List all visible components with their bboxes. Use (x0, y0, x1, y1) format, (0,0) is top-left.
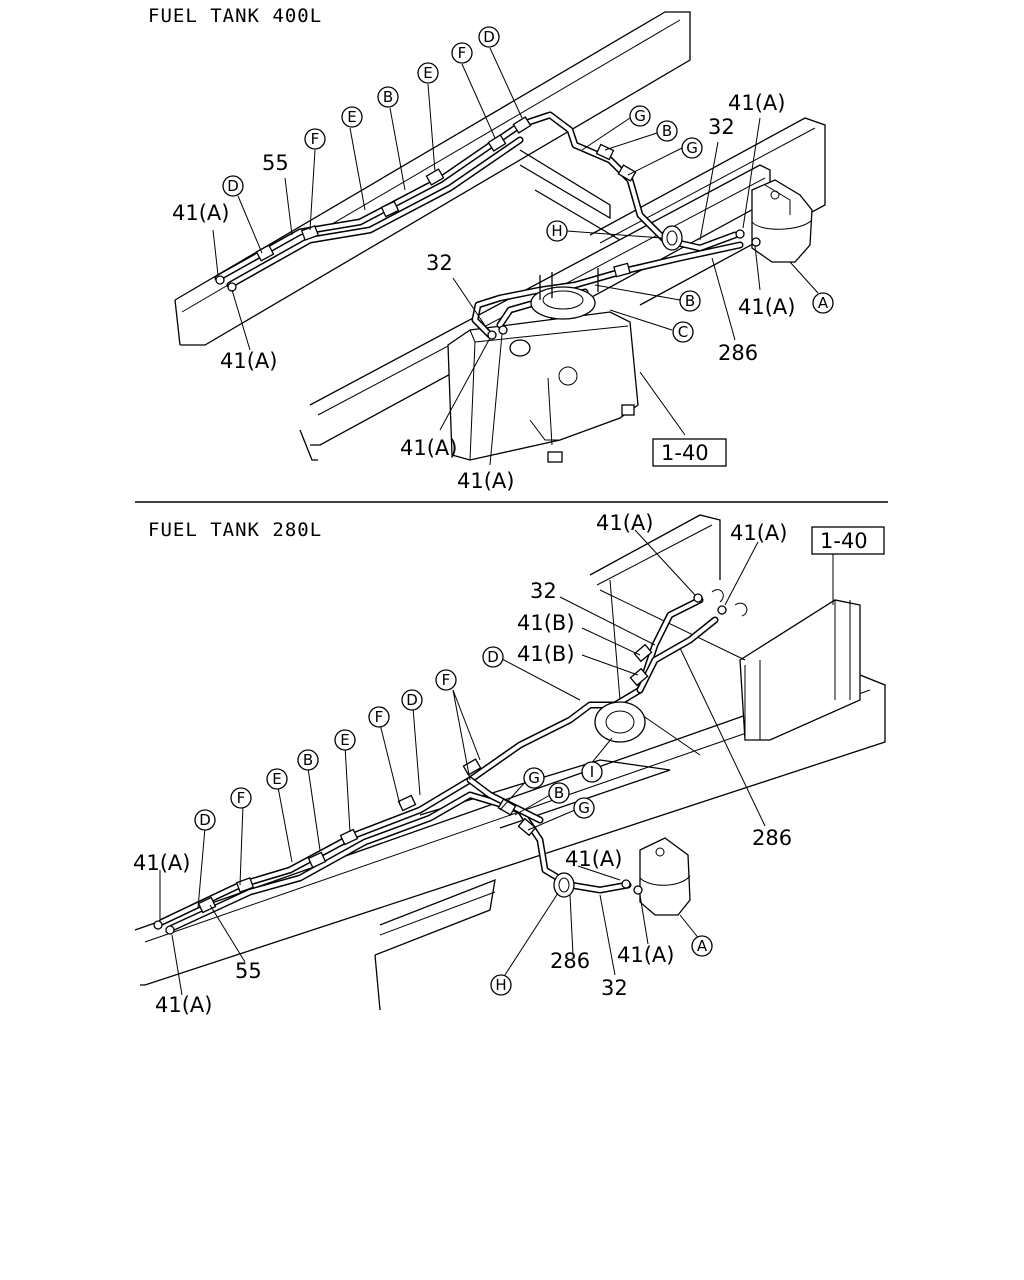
bottom-leader-lines (159, 529, 834, 996)
bottom-tank-sender-unit (594, 701, 646, 743)
top-fuel-pipes (214, 111, 744, 339)
ref-box-top (652, 438, 727, 467)
ref-label-1-40-top: 1-40 (661, 441, 709, 465)
callout-a-top: A (818, 294, 829, 312)
callout-d-top-2: D (483, 28, 495, 46)
top-fuel-tank (447, 311, 639, 463)
bottom-clips (153, 589, 748, 935)
callout-e-top-2: E (423, 64, 432, 82)
section-title-400l: FUEL TANK 400L (148, 5, 322, 27)
callout-f-top-1: F (311, 130, 320, 148)
callout-e-top-1: E (347, 108, 356, 126)
callout-e-bottom-1: E (340, 731, 349, 749)
callout-f-bottom-1: F (442, 671, 451, 689)
callout-g-bottom-1: G (528, 769, 540, 787)
callout-f-bottom-2: F (375, 708, 384, 726)
label-41a-top-left: 41(A) (172, 201, 229, 225)
callout-a-bottom: A (697, 937, 708, 955)
label-286-top: 286 (718, 341, 758, 365)
label-41a-bottom-lower-left: 41(A) (155, 993, 212, 1017)
label-286-bottom-right: 286 (752, 826, 792, 850)
callout-i-bottom: I (590, 763, 594, 781)
label-55-top: 55 (262, 151, 289, 175)
bottom-fuel-pipes (158, 596, 719, 932)
top-clips (215, 229, 761, 340)
label-32-bottom-top: 32 (530, 579, 557, 603)
callout-f-top-2: F (458, 44, 467, 62)
bottom-fuel-filter (639, 837, 691, 916)
callout-b-top-2: B (662, 122, 672, 140)
callout-b-bottom-1: B (303, 751, 313, 769)
callout-e-bottom-2: E (272, 770, 281, 788)
callout-c-top: C (678, 323, 688, 341)
label-41b-bottom-2: 41(B) (517, 642, 575, 666)
bottom-chassis-frame (134, 514, 886, 1011)
label-41a-bottom-left: 41(A) (133, 851, 190, 875)
label-32-bottom: 32 (601, 976, 628, 1000)
label-41a-top-filter: 41(A) (738, 295, 795, 319)
label-32-top-right: 32 (708, 115, 735, 139)
label-55-bottom: 55 (235, 959, 262, 983)
label-41a-bottom-filter-top: 41(A) (565, 847, 622, 871)
label-286-bottom: 286 (550, 949, 590, 973)
top-grommet-h (661, 225, 683, 251)
label-41a-top-tank-bottom: 41(A) (457, 469, 514, 493)
callout-g-bottom-2: G (578, 799, 590, 817)
label-32-top-tank: 32 (426, 251, 453, 275)
label-41a-bottom-top-right: 41(A) (730, 521, 787, 545)
callout-d-top-1: D (227, 177, 239, 195)
top-leader-lines (212, 47, 819, 466)
callout-g-top-2: G (686, 139, 698, 157)
callout-f-bottom-3: F (237, 789, 246, 807)
callout-b-top-3: B (685, 292, 695, 310)
callout-b-top-1: B (383, 88, 393, 106)
callout-d-bottom-2: D (406, 691, 418, 709)
label-41b-bottom-1: 41(B) (517, 611, 575, 635)
callout-g-top-1: G (634, 107, 646, 125)
ref-label-1-40-bottom: 1-40 (820, 529, 868, 553)
bottom-callouts: D F D F E B E F D G B G I H A (194, 646, 713, 996)
callout-d-bottom-1: D (487, 648, 499, 666)
top-callouts: D F E B E F D G B G H B C A (222, 26, 834, 343)
callout-h-top: H (551, 222, 562, 240)
callout-h-bottom: H (495, 976, 506, 994)
top-tank-sender-unit (530, 268, 599, 320)
top-fuel-filter (751, 179, 813, 263)
label-41a-top-tank-left: 41(A) (400, 436, 457, 460)
label-41a-top-right: 41(A) (728, 91, 785, 115)
label-41a-top-lower-left: 41(A) (220, 349, 277, 373)
callout-b-bottom-2: B (554, 784, 564, 802)
label-41a-bottom-top: 41(A) (596, 511, 653, 535)
label-41a-bottom-filter: 41(A) (617, 943, 674, 967)
bottom-grommet-h (553, 872, 575, 898)
ref-box-bottom (811, 526, 885, 555)
section-title-280l: FUEL TANK 280L (148, 519, 322, 541)
callout-d-bottom-3: D (199, 811, 211, 829)
